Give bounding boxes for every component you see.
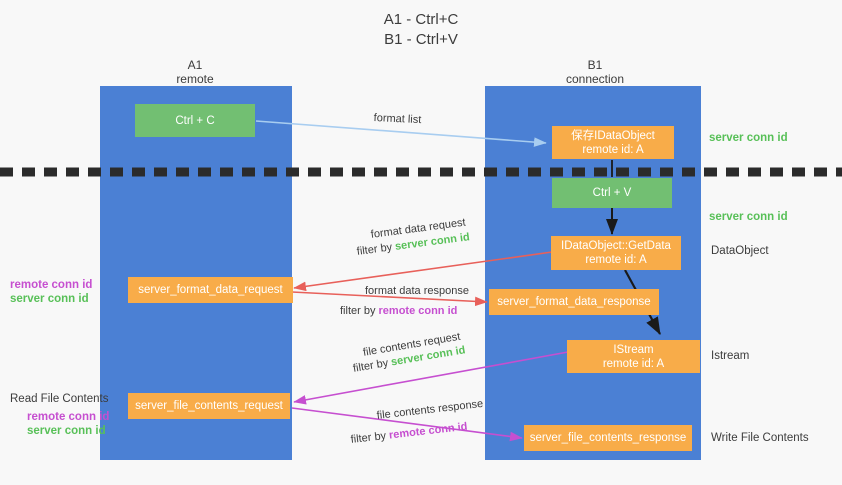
box-save-idataobject-line2: remote id: A [582,143,644,156]
label-write-file-contents: Write File Contents [711,432,809,444]
column-header-b1: B1 connection [505,58,685,86]
box-ctrl-c-label: Ctrl + C [175,114,215,127]
box-idataobject-getdata-line1: IDataObject::GetData [561,240,671,252]
label-istream: Istream [711,350,750,362]
format-data-response-filter-prefix: filter by [340,305,379,317]
arrow-file-contents-request [293,351,569,405]
arrow-file-contents-response [291,407,523,442]
label-remote-conn-id-1: remote conn id [10,279,93,291]
box-ctrl-v[interactable]: Ctrl + V [552,178,672,208]
arrow-format-data-response [291,291,488,307]
box-idataobject-getdata[interactable]: IDataObject::GetData remote id: A [551,236,681,270]
box-server-format-data-response-label: server_format_data_response [497,296,651,308]
box-ctrl-c[interactable]: Ctrl + C [135,104,255,137]
column-header-b1-sub: connection [565,72,625,86]
box-idataobject-getdata-line2: remote id: A [585,254,647,266]
column-header-b1-name: B1 [587,58,603,72]
label-server-conn-id-1: server conn id [10,293,89,305]
label-dataobject: DataObject [711,245,769,257]
arrow-format-data-request [293,251,553,292]
box-save-idataobject-line1: 保存IDataObject [571,129,655,142]
label-server-conn-id-2: server conn id [27,425,106,437]
box-istream-line1: IStream [613,343,654,356]
label-server-conn-id-mid: server conn id [709,211,788,223]
format-data-response-filter-value: remote conn id [378,305,458,317]
arrow-label-format-data-response-filter: filter by remote conn id [340,304,457,318]
box-save-idataobject[interactable]: 保存IDataObject remote id: A [552,126,674,159]
arrow-format-list [255,120,547,147]
label-remote-conn-id-2: remote conn id [27,411,110,423]
column-header-a1: A1 remote [105,58,285,86]
diagram-title: A1 - Ctrl+C B1 - Ctrl+V [383,11,459,48]
box-server-file-contents-request-label: server_file_contents_request [135,400,283,412]
arrow-label-format-data-response: format data response [365,285,469,297]
box-server-format-data-response[interactable]: server_format_data_response [489,289,659,315]
box-ctrl-v-label: Ctrl + V [592,187,632,199]
column-header-a1-name: A1 [187,58,203,72]
column-header-a1-sub: remote [176,72,214,86]
arrow-label-format-list: format list [373,111,422,127]
box-server-file-contents-response-label: server_file_contents_response [529,432,687,444]
label-read-file-contents: Read File Contents [10,393,109,405]
box-server-format-data-request-label: server_format_data_request [138,284,283,296]
box-server-file-contents-request[interactable]: server_file_contents_request [128,393,290,419]
box-istream[interactable]: IStream remote id: A [567,340,700,373]
box-istream-line2: remote id: A [602,357,665,370]
label-server-conn-id-top: server conn id [709,132,788,144]
box-server-format-data-request[interactable]: server_format_data_request [128,277,293,303]
box-server-file-contents-response[interactable]: server_file_contents_response [524,425,692,451]
